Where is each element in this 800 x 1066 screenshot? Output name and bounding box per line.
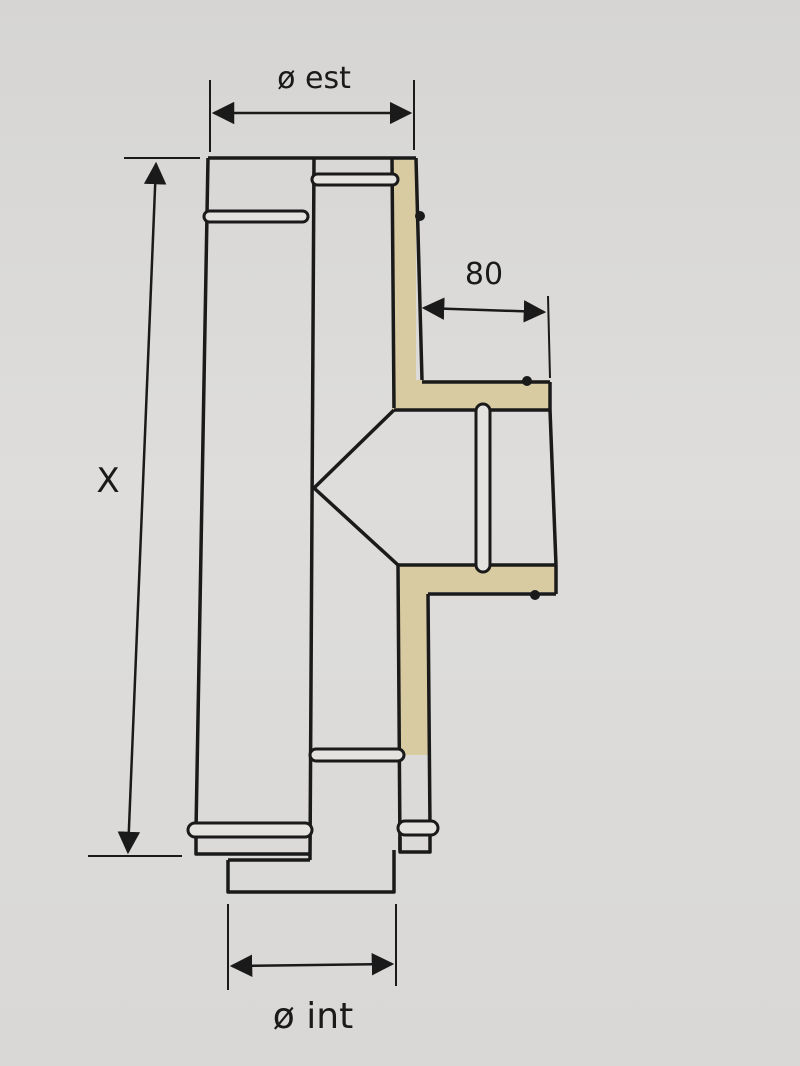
insulation-upper <box>392 158 550 410</box>
spigot-outer-step <box>194 837 310 856</box>
outer-wall-right-lower <box>426 593 432 829</box>
insulation-lower <box>392 565 556 755</box>
ring-branch <box>474 402 492 574</box>
dimension-lines <box>88 80 551 990</box>
ext-line-80-right <box>547 295 551 379</box>
spigot-right-step <box>398 835 432 854</box>
dim-line-int <box>229 953 395 977</box>
nub-1 <box>415 211 425 221</box>
ring-bottom-outer <box>186 821 314 839</box>
inner-tube <box>308 157 558 861</box>
inner-wall-right-lower <box>396 564 402 851</box>
nub-3 <box>530 590 540 600</box>
inner-wall-left <box>308 157 316 861</box>
ring-bottom-right <box>396 819 440 837</box>
branch-junction <box>312 408 400 567</box>
outer-tube <box>194 156 558 831</box>
ring-lower-inner <box>308 747 406 763</box>
ring-top-outer <box>202 209 310 224</box>
branch-outlet-face <box>548 409 558 566</box>
inner-diameter-label: ø int <box>273 996 353 1037</box>
branch-length-label: 80 <box>465 257 503 292</box>
inner-wall-right-upper <box>390 157 396 409</box>
dim-line-80 <box>421 297 547 323</box>
spigot-body <box>226 850 396 894</box>
height-label: X <box>96 461 119 501</box>
nubs <box>415 211 540 600</box>
dim-line-x <box>117 161 167 855</box>
nub-2 <box>522 376 532 386</box>
insulation-layer <box>392 158 556 755</box>
bottom-spigot <box>194 835 432 894</box>
rings <box>186 172 492 839</box>
outer-diameter-label: ø est <box>277 61 351 96</box>
outer-wall-left <box>194 157 210 831</box>
outer-wall-right-upper <box>414 157 424 381</box>
ring-top-inner <box>310 172 400 187</box>
